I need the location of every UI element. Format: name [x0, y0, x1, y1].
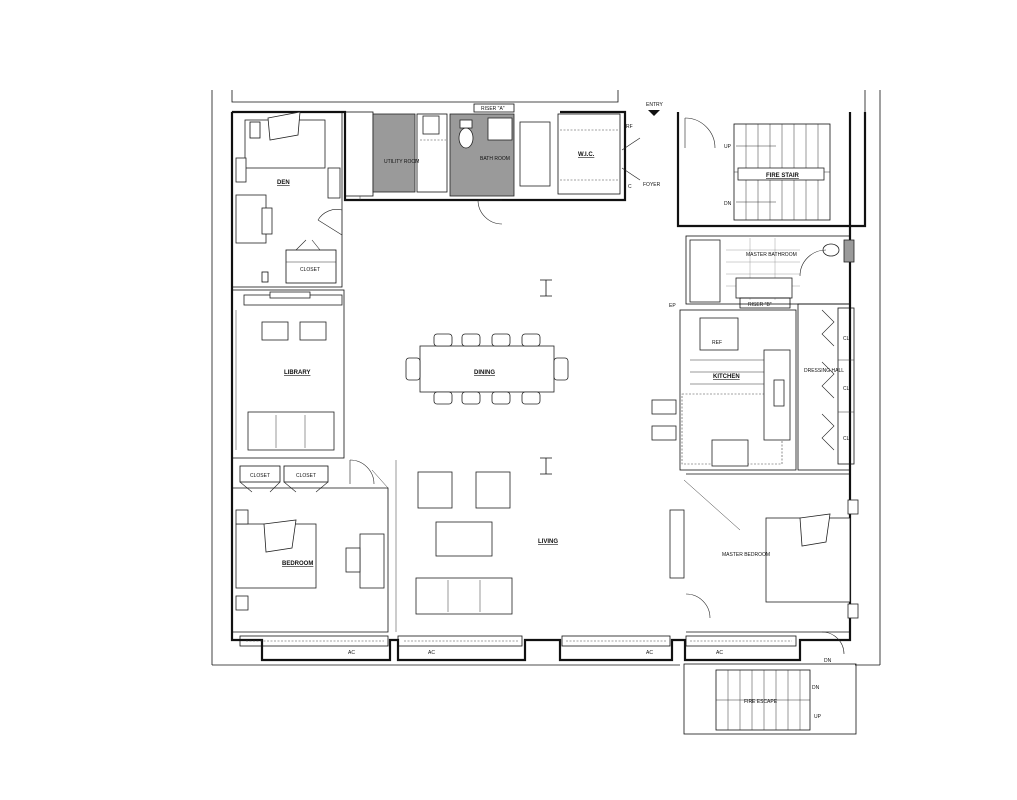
utility-room — [344, 111, 448, 200]
entry-label: ENTRY — [646, 102, 664, 108]
cl-mark-2: CL — [843, 386, 850, 392]
fire-stair-up: UP — [724, 144, 732, 150]
foyer-label: FOYER — [643, 182, 661, 188]
fire-stair-label: FIRE STAIR — [766, 173, 800, 179]
fire-escape — [683, 663, 857, 735]
c-mark: C — [628, 184, 632, 190]
cl-mark-3: CL — [843, 436, 850, 442]
closet-a-label: CLOSET — [250, 473, 270, 479]
fire-escape-label: FIRE ESCAPE — [744, 699, 778, 705]
dressing-hall — [797, 303, 855, 471]
bedroom-closets — [239, 465, 329, 493]
wic-label: W.I.C. — [578, 152, 595, 158]
living-area — [395, 460, 513, 632]
fire-escape-dn: DN — [812, 685, 820, 691]
master-bedroom-label: MASTER BEDROOM — [722, 552, 770, 558]
dining-label: DINING — [474, 370, 495, 376]
master-bedroom — [669, 473, 859, 655]
bath-label: BATH ROOM — [480, 156, 510, 162]
den-closet — [285, 239, 337, 284]
closet-b-label: CLOSET — [296, 473, 316, 479]
window-strip — [239, 635, 797, 647]
ref-label: REF — [712, 340, 722, 346]
utility-label: UTILITY ROOM — [384, 159, 419, 165]
bedroom-room — [232, 469, 389, 633]
dressing-hall-label: DRESSING HALL — [804, 368, 844, 374]
ep-mark: EP — [669, 303, 676, 309]
exterior-walls — [211, 90, 881, 666]
fire-stair-dn: DN — [724, 201, 732, 207]
riser-a-label: RISER "A" — [481, 106, 505, 112]
master-bath-label: MASTER BATHROOM — [746, 252, 797, 258]
den-closet-label: CLOSET — [300, 267, 320, 273]
rf-mark: RF — [626, 124, 633, 130]
ac-mark-1: AC — [348, 650, 355, 656]
living-label: LIVING — [538, 539, 558, 545]
ac-mark-3: AC — [646, 650, 653, 656]
kitchen-room — [651, 309, 797, 471]
fire-escape-up: UP — [814, 714, 822, 720]
cl-mark-1: CL — [843, 336, 850, 342]
bath-room — [449, 113, 551, 225]
ac-mark-4: AC — [716, 650, 723, 656]
library-label: LIBRARY — [284, 370, 310, 376]
riser-b-label: RISER "B" — [748, 302, 772, 308]
entry-arrow — [648, 110, 660, 116]
fire-stair — [676, 112, 867, 228]
fire-escape-dn-top: DN — [824, 658, 832, 664]
den-label: DEN — [277, 180, 290, 186]
master-bathroom — [685, 235, 855, 305]
den-room — [231, 111, 343, 288]
kitchen-label: KITCHEN — [713, 374, 740, 380]
ac-mark-2: AC — [428, 650, 435, 656]
dining-area — [405, 279, 569, 475]
bedroom-label: BEDROOM — [282, 561, 313, 567]
wic-room — [557, 113, 641, 195]
library-room — [231, 289, 345, 459]
